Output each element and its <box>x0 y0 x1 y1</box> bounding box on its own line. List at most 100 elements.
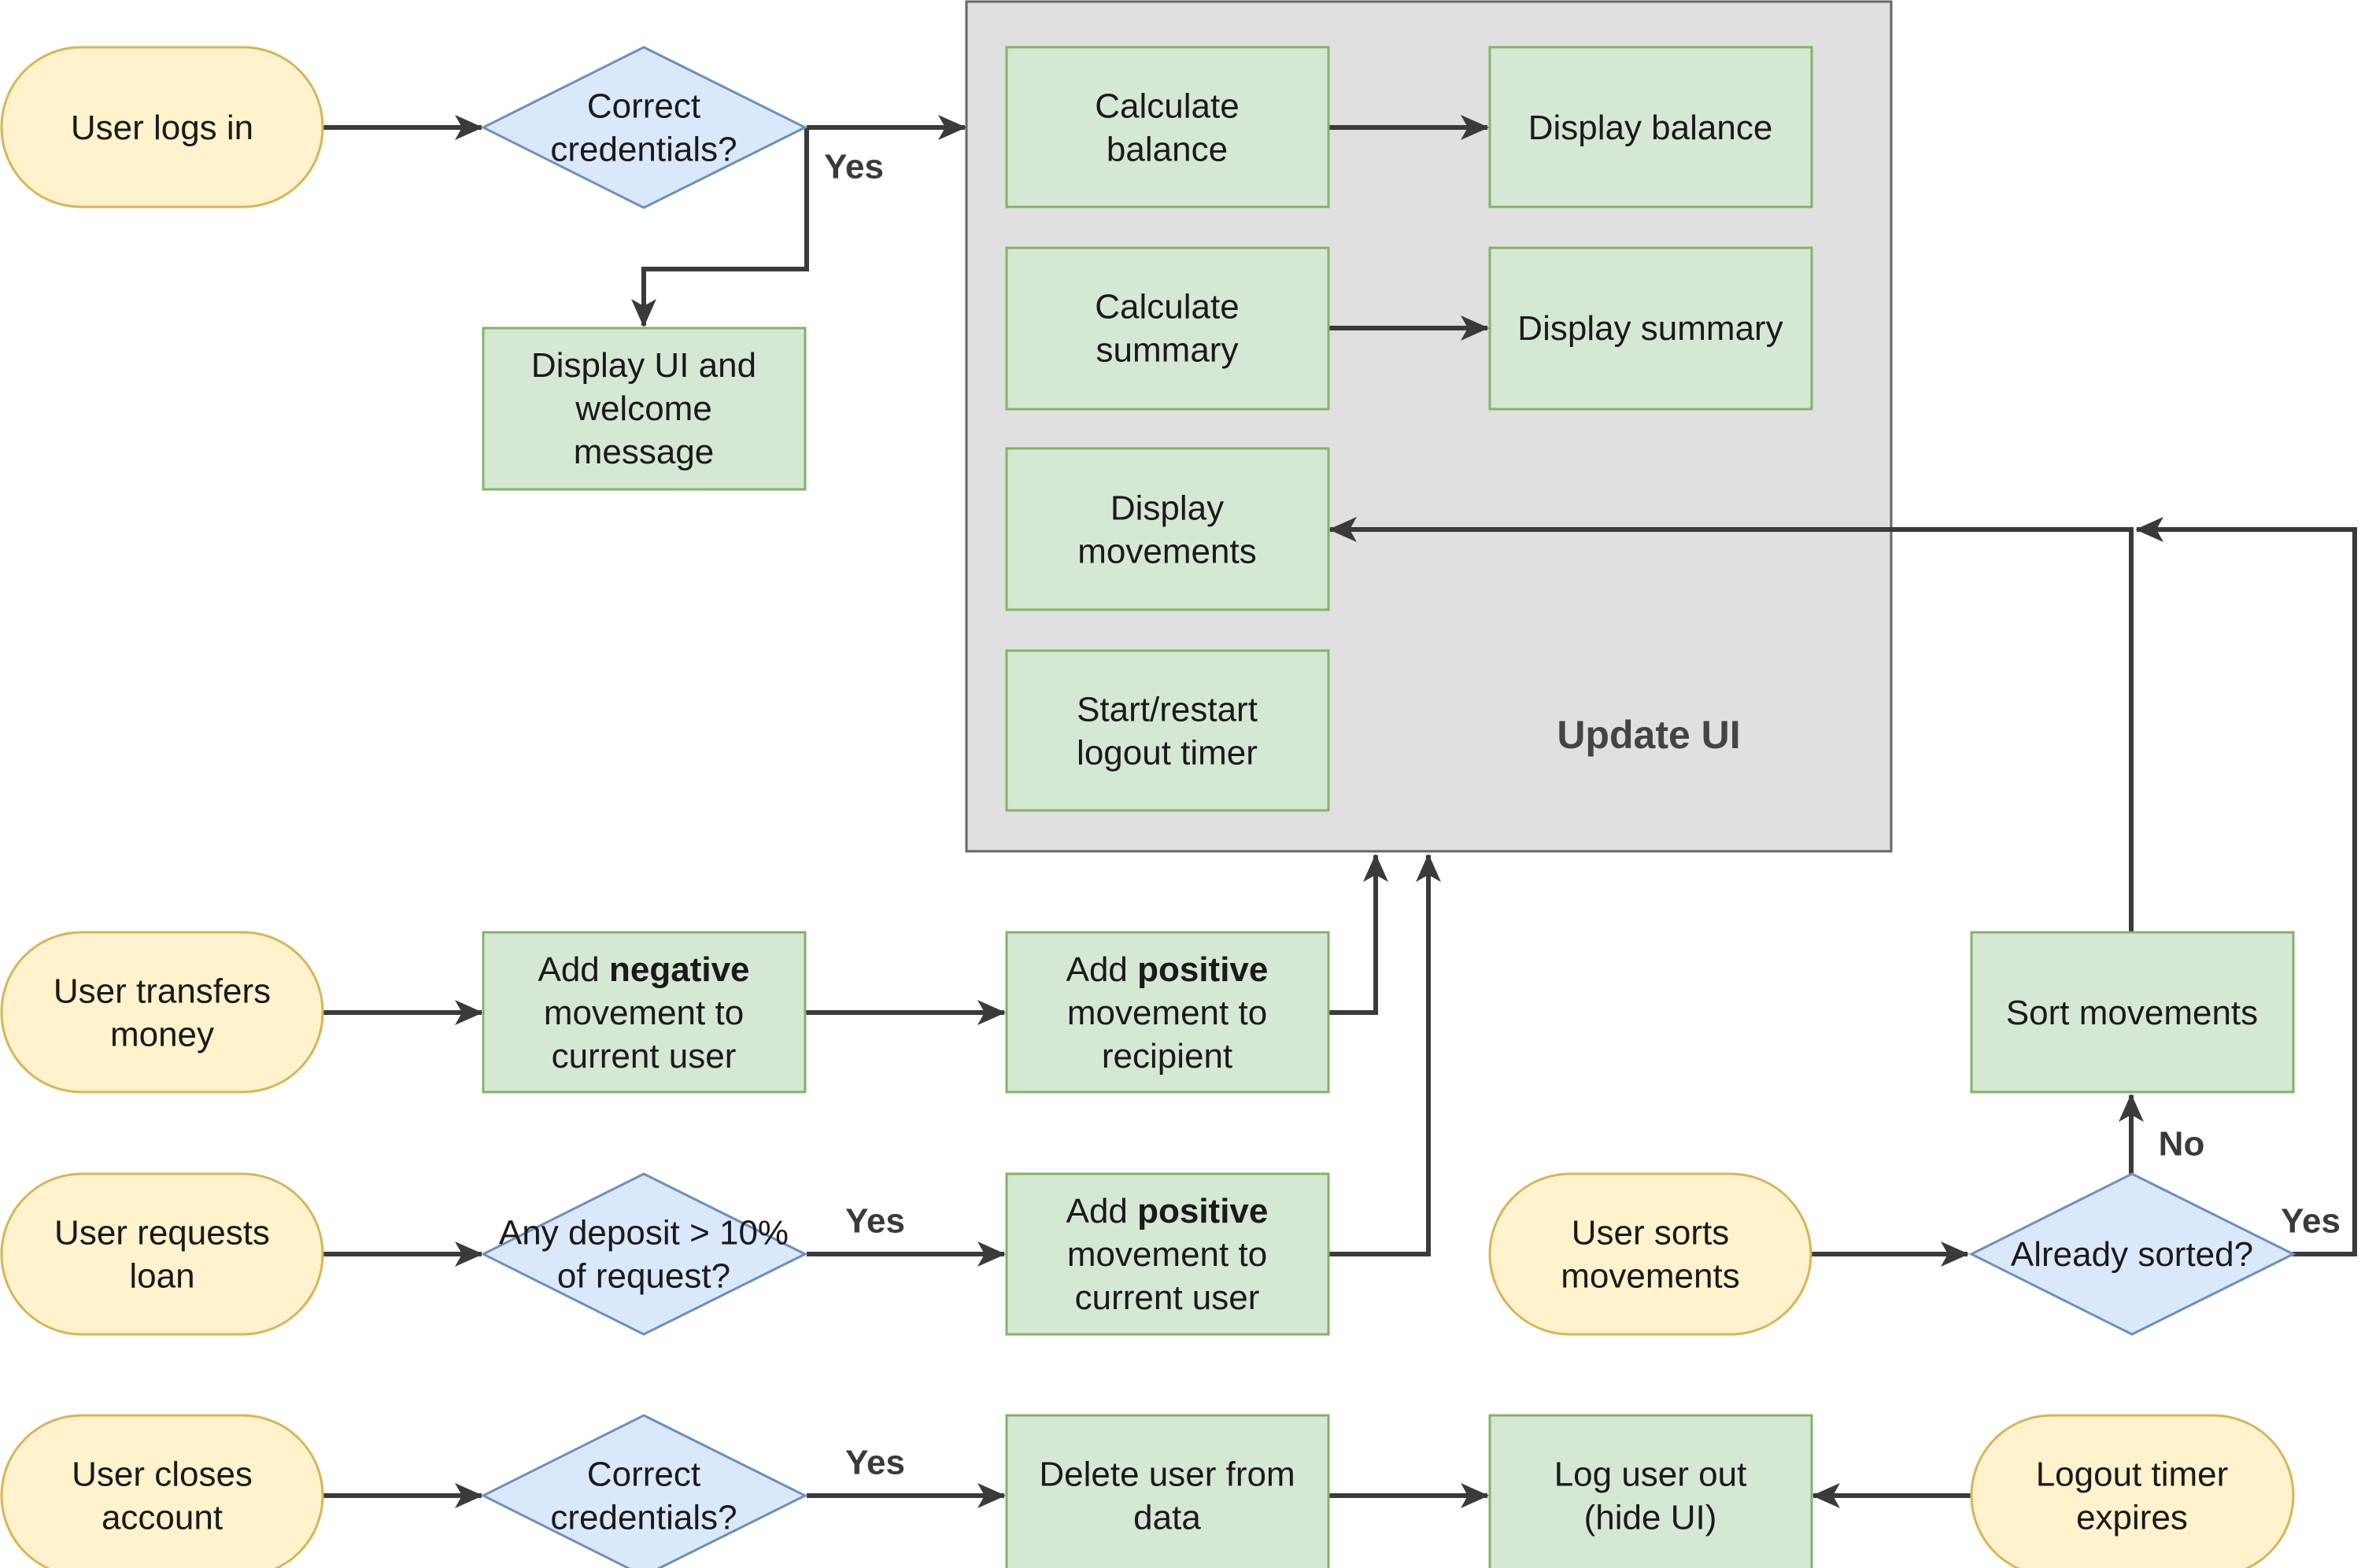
edge-pos-current-to-update-ui <box>1328 854 1441 1256</box>
label-line: Delete user from <box>1039 1455 1295 1494</box>
edges <box>323 115 2357 1508</box>
label-run: movement to <box>1067 1235 1267 1274</box>
label-run: credentials? <box>550 131 737 169</box>
label-line: movement to <box>1067 1235 1267 1274</box>
process-shape <box>1005 931 1330 1094</box>
label-run: Add <box>538 950 609 989</box>
node-sort-movements: Sort movements <box>1970 931 2295 1094</box>
edge-label-cred1-yes: Yes <box>824 148 884 186</box>
node-label: Delete user from data <box>1039 1455 1295 1537</box>
label-line: balance <box>1107 131 1228 169</box>
decision-shape <box>1968 1172 2296 1336</box>
edge-label-close-yes: Yes <box>845 1444 905 1482</box>
label-run: User requests <box>54 1214 270 1253</box>
node-label: Calculate summary <box>1095 288 1239 370</box>
label-line: User logs in <box>71 109 253 147</box>
label-run: Any deposit > 10% <box>499 1214 789 1253</box>
node-calculate-summary: Calculate summary <box>1005 246 1330 411</box>
label-line: Sort movements <box>2006 994 2258 1032</box>
node-user-transfers-money: User transfers money <box>0 931 324 1094</box>
label-line: movement to <box>544 994 744 1032</box>
node-delete-user: Delete user from data <box>1005 1414 1330 1568</box>
node-label: Add positive movement to recipient <box>1066 950 1269 1075</box>
decision-shape <box>480 1172 808 1336</box>
node-correct-credentials-login: Correct credentials? <box>480 46 808 209</box>
node-user-requests-loan: User requests loan <box>0 1172 324 1336</box>
process-shape <box>1488 46 1813 208</box>
process-shape <box>482 327 807 491</box>
label-run: Correct <box>587 87 700 126</box>
process-shape <box>482 931 807 1094</box>
label-line: movements <box>1561 1257 1739 1296</box>
label-run: message <box>574 433 715 471</box>
node-label: User requests loan <box>54 1214 270 1296</box>
label-run: User transfers <box>54 972 271 1011</box>
label-line: Display UI and <box>531 346 756 385</box>
label-line: User closes <box>72 1455 253 1494</box>
label-line: Calculate <box>1095 288 1239 327</box>
terminal-shape <box>1970 1414 2295 1568</box>
label-run: User sorts <box>1572 1214 1729 1253</box>
label-run: Display summary <box>1517 309 1783 348</box>
node-correct-credentials-close: Correct credentials? <box>480 1414 808 1568</box>
label-run: current user <box>552 1037 737 1075</box>
process-shape <box>1970 931 2295 1094</box>
label-line: current user <box>552 1037 737 1075</box>
label-run: current user <box>1075 1278 1260 1317</box>
label-run: Display <box>1110 489 1224 528</box>
label-run: data <box>1133 1499 1201 1537</box>
label-run: expires <box>2076 1499 2188 1537</box>
edge-sort-moves-to-display-movements <box>1328 517 2134 932</box>
label-run: Log user out <box>1554 1455 1747 1494</box>
label-run: Display balance <box>1528 109 1773 147</box>
label-line: Add positive <box>1066 950 1269 989</box>
label-run: summary <box>1096 331 1239 370</box>
edge-label-sorted-no: No <box>2159 1125 2205 1164</box>
label-line: loan <box>129 1257 194 1296</box>
node-deposit-check: Any deposit > 10% of request? <box>480 1172 808 1336</box>
label-line: Correct <box>587 87 700 126</box>
label-line: logout timer <box>1077 734 1258 773</box>
label-run: balance <box>1107 131 1228 169</box>
node-label: Display balance <box>1528 109 1773 147</box>
node-label: Already sorted? <box>2011 1235 2253 1274</box>
terminal-shape <box>0 46 324 208</box>
node-display-summary: Display summary <box>1488 246 1813 411</box>
label-run: Calculate <box>1095 288 1239 327</box>
label-line: User requests <box>54 1214 270 1253</box>
label-run: recipient <box>1102 1037 1232 1075</box>
label-run: User logs in <box>71 109 253 147</box>
node-logout-timer: Start/restart logout timer <box>1005 649 1330 812</box>
label-line: movement to <box>1067 994 1267 1032</box>
decision-shape <box>480 46 808 209</box>
label-run: Calculate <box>1095 87 1239 126</box>
label-line: of request? <box>557 1257 730 1296</box>
label-run: credentials? <box>550 1499 737 1537</box>
label-line: message <box>574 433 715 471</box>
label-run: Already sorted? <box>2011 1235 2253 1274</box>
label-line: User sorts <box>1572 1214 1729 1253</box>
label-line: money <box>110 1016 214 1054</box>
edge-already-sorted-to-display-movements <box>2135 517 2357 1256</box>
node-label: Display summary <box>1517 309 1783 348</box>
label-run: User closes <box>72 1455 253 1494</box>
process-shape <box>1005 246 1330 411</box>
label-line: Already sorted? <box>2011 1235 2253 1274</box>
label-line: credentials? <box>550 1499 737 1537</box>
node-log-user-out: Log user out (hide UI) <box>1488 1414 1813 1568</box>
process-shape <box>1005 1172 1330 1336</box>
node-user-closes-account: User closes account <box>0 1414 324 1568</box>
node-user-sorts-movements: User sorts movements <box>1488 1172 1812 1336</box>
label-line: Start/restart <box>1077 691 1258 729</box>
label-run: (hide UI) <box>1584 1499 1717 1537</box>
node-calculate-balance: Calculate balance <box>1005 46 1330 208</box>
label-line: Display summary <box>1517 309 1783 348</box>
label-run: Correct <box>587 1455 700 1494</box>
node-label: Correct credentials? <box>550 87 737 169</box>
label-line: account <box>102 1499 223 1537</box>
